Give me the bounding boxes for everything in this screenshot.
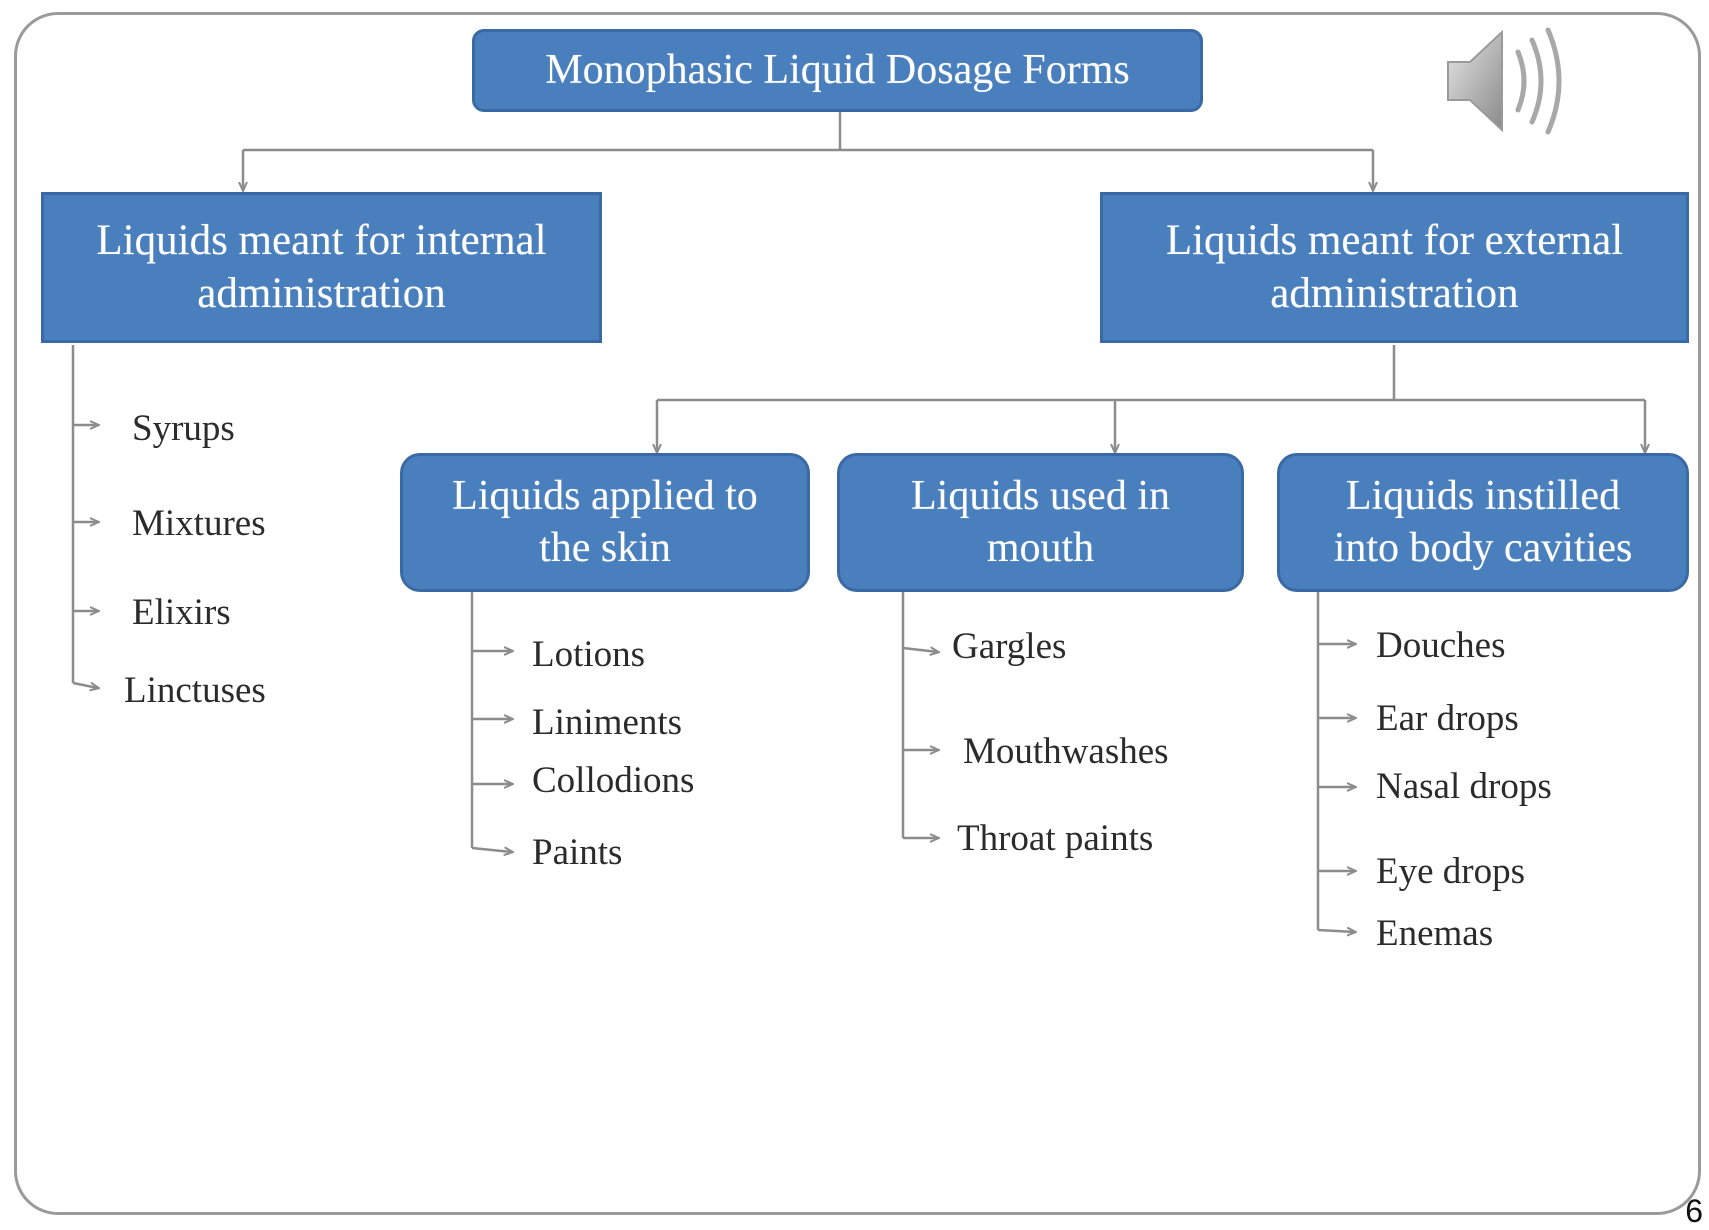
list-item-cavities: Nasal drops <box>1376 766 1552 807</box>
cavities-label-line1: Liquids instilled <box>1345 473 1621 520</box>
list-item-mouth: Gargles <box>952 626 1067 667</box>
list-item-cavities: Ear drops <box>1376 698 1519 739</box>
external-category-box: Liquids meant for external administratio… <box>1100 192 1689 343</box>
mouth-label-line1: Liquids used in <box>911 473 1170 520</box>
list-item-cavities: Enemas <box>1376 913 1494 954</box>
list-item-skin: Lotions <box>532 634 646 675</box>
external-label-line2: administration <box>1270 269 1519 317</box>
list-item-internal: Elixirs <box>132 592 231 633</box>
list-item-cavities: Eye drops <box>1376 851 1525 892</box>
external-label-line1: Liquids meant for external <box>1165 217 1624 265</box>
list-item-internal: Linctuses <box>124 670 266 711</box>
cavities-category-box: Liquids instilled into body cavities <box>1277 453 1689 592</box>
mouth-category-box: Liquids used in mouth <box>837 453 1244 592</box>
internal-label-line1: Liquids meant for internal <box>96 217 547 265</box>
list-item-skin: Liniments <box>532 702 683 743</box>
skin-label-line2: the skin <box>539 524 671 571</box>
mouth-label-line2: mouth <box>986 524 1095 571</box>
list-item-mouth: Mouthwashes <box>963 731 1169 772</box>
slide-number: 6 <box>1685 1193 1703 1229</box>
list-item-skin: Collodions <box>532 760 695 801</box>
skin-label-line1: Liquids applied to <box>452 473 758 520</box>
list-item-internal: Syrups <box>132 408 235 449</box>
cavities-label-line2: into body cavities <box>1333 524 1633 571</box>
diagram-title: Monophasic Liquid Dosage Forms <box>545 46 1130 93</box>
list-item-cavities: Douches <box>1376 625 1506 666</box>
diagram-title-box: Monophasic Liquid Dosage Forms <box>472 29 1203 112</box>
list-item-mouth: Throat paints <box>957 818 1154 859</box>
list-item-skin: Paints <box>532 832 623 873</box>
skin-category-box: Liquids applied to the skin <box>400 453 810 592</box>
internal-category-box: Liquids meant for internal administratio… <box>41 192 602 343</box>
internal-label-line2: administration <box>197 269 446 317</box>
speaker-icon[interactable] <box>1440 22 1580 140</box>
list-item-internal: Mixtures <box>132 503 266 544</box>
